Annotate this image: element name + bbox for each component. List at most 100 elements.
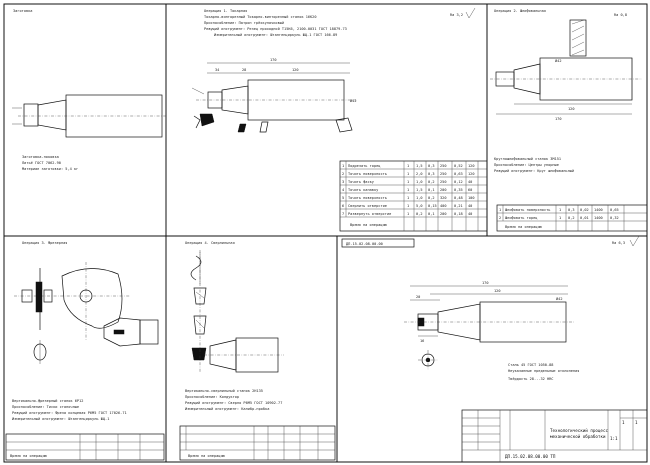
svg-text:0,48: 0,48: [454, 196, 463, 200]
scale: 1:1: [610, 436, 618, 441]
operations-table: 1 Подрезать торец 1 1,5 0,3 250 0,52 120…: [339, 160, 488, 232]
svg-text:Точить поверхность: Точить поверхность: [348, 172, 387, 176]
table-row: 1 Подрезать торец 1 1,5 0,3 250 0,52 120: [342, 164, 475, 168]
svg-text:1,5: 1,5: [416, 164, 423, 168]
svg-text:1: 1: [407, 188, 409, 192]
dim-label: 170: [270, 58, 277, 62]
document-code: ДП.15.02.08.00.00 ТП: [505, 454, 556, 459]
table-footer: Время на операцию: [10, 454, 48, 458]
operations-table: Время на операцию: [179, 425, 336, 461]
note-line: Заготовка-поковка: [22, 155, 59, 159]
dim-label: Ø42: [556, 296, 563, 301]
note-line: Измерительный инструмент: Калибр-пробка: [185, 406, 269, 411]
panel-part-drawing: ДП.15.02.08.00.00 Ra 6,3 170 120 20 Ø42 …: [341, 235, 648, 463]
svg-text:Точить фаску: Точить фаску: [348, 180, 375, 184]
note-line: Сталь 45 ГОСТ 1050-88: [508, 363, 553, 367]
panel-drilling: Операция 4. Сверлильная Вертикально-свер…: [179, 241, 336, 461]
blank-part-drawing: [12, 94, 166, 138]
stamp-code: ДП.15.02.08.00.00: [346, 242, 383, 246]
svg-text:2,0: 2,0: [416, 172, 423, 176]
svg-text:200: 200: [440, 212, 447, 216]
svg-text:250: 250: [440, 180, 447, 184]
dim-label: 20: [416, 295, 420, 299]
note-line: Вертикально-фрезерный станок 6Р12: [12, 399, 83, 403]
panel-title: Операция 2. Шлифовальная: [494, 9, 546, 13]
dim-label: 120: [494, 289, 501, 293]
table-row: 1 Шлифовать поверхность 1 0,3 0,02 1400 …: [499, 208, 619, 212]
svg-text:Развернуть отверстие: Развернуть отверстие: [348, 212, 391, 216]
svg-text:200: 200: [440, 188, 447, 192]
svg-text:40: 40: [468, 204, 472, 208]
svg-text:60: 60: [468, 188, 472, 192]
svg-text:1,0: 1,0: [416, 180, 423, 184]
svg-text:120: 120: [468, 172, 475, 176]
drill-tools-drawing: [190, 250, 284, 373]
note-line: Твёрдость 28...32 HRC: [508, 377, 553, 381]
svg-text:7: 7: [342, 212, 344, 216]
svg-text:0,63: 0,63: [454, 172, 463, 176]
svg-text:1400: 1400: [594, 208, 603, 212]
svg-text:Шлифовать поверхность: Шлифовать поверхность: [505, 208, 550, 212]
svg-text:0,65: 0,65: [610, 208, 619, 212]
svg-text:320: 320: [440, 196, 447, 200]
svg-text:0,52: 0,52: [454, 164, 463, 168]
panel-title: Операция 1. Токарная: [204, 9, 247, 13]
note-line: Приспособление: Тиски станочные: [12, 404, 79, 409]
svg-text:3: 3: [342, 180, 344, 184]
note-line: Приспособление: Центры упорные: [494, 162, 559, 167]
dim-label: 120: [568, 107, 575, 111]
svg-text:0,21: 0,21: [454, 204, 463, 208]
note-line: Токарно-винторезный Токарно-винторезный …: [204, 15, 317, 19]
note-line: Режущий инструмент: Круг шлифовальный: [494, 169, 574, 173]
table-row: 2 Шлифовать торец 1 0,2 0,01 1400 0,32: [499, 216, 619, 220]
dim-label: 170: [555, 117, 562, 121]
svg-text:40: 40: [468, 212, 472, 216]
svg-text:5: 5: [342, 196, 344, 200]
table-row: 5 Точить поверхность 1 1,0 0,2 320 0,48 …: [342, 196, 475, 200]
milling-setup-drawing: [14, 262, 159, 364]
panel-title: Заготовка: [13, 9, 32, 13]
svg-text:0,15: 0,15: [428, 204, 437, 208]
svg-text:0,3: 0,3: [568, 208, 575, 212]
outer-frame: [3, 3, 648, 463]
svg-text:1: 1: [407, 196, 409, 200]
panel-grinding: Операция 2. Шлифовальная Ø42 120 170 Ra …: [490, 9, 648, 232]
note-line: Приспособление: Патрон трёхкулачковый: [204, 20, 284, 25]
note-line: Литьё ГОСТ 7062-90: [22, 161, 61, 165]
svg-text:1: 1: [407, 172, 409, 176]
panel-title: Операция 3. Фрезерная: [22, 241, 67, 245]
note-line: Режущий инструмент: Фреза концевая Р6М5 …: [12, 411, 127, 415]
svg-text:0,35: 0,35: [454, 188, 463, 192]
svg-text:5,0: 5,0: [416, 204, 423, 208]
note-line: Измерительный инструмент: Штангенциркуль…: [12, 417, 109, 421]
title-block-name: Технологический процесс: [550, 428, 608, 433]
panel-turning: Операция 1. Токарная Токарно-винторезный…: [191, 7, 488, 232]
title-block-name: механической обработки: [550, 434, 606, 439]
sheet-total: 1: [635, 420, 638, 425]
svg-text:100: 100: [468, 196, 475, 200]
svg-text:1: 1: [559, 216, 561, 220]
panel-title: Операция 4. Сверлильная: [185, 241, 235, 245]
svg-text:0,3: 0,3: [428, 172, 435, 176]
table-row: 3 Точить фаску 1 1,0 0,2 250 0,12 40: [342, 180, 472, 184]
svg-text:0,3: 0,3: [428, 164, 435, 168]
svg-text:6: 6: [342, 204, 344, 208]
svg-text:0,12: 0,12: [454, 180, 463, 184]
svg-text:2: 2: [342, 172, 344, 176]
svg-text:1,0: 1,0: [416, 196, 423, 200]
dim-label: 16: [420, 339, 424, 343]
note-line: Измерительный инструмент: Штангенциркуль…: [214, 33, 337, 37]
roughness-mark: Ra 0,8: [614, 13, 627, 17]
svg-text:Подрезать торец: Подрезать торец: [348, 164, 380, 168]
roughness-mark: Ra 6,3: [612, 241, 625, 245]
dim-label: 28: [242, 68, 246, 72]
svg-text:1: 1: [559, 208, 561, 212]
svg-text:0,1: 0,1: [428, 212, 435, 216]
svg-text:Точить поверхность: Точить поверхность: [348, 196, 387, 200]
svg-text:250: 250: [440, 164, 447, 168]
svg-text:Шлифовать торец: Шлифовать торец: [505, 216, 537, 220]
table-footer: Время на операцию: [350, 223, 388, 227]
panel-milling: Операция 3. Фрезерная Вертикально-фрезер…: [5, 241, 165, 461]
table-row: 6 Сверлить отверстие 1 5,0 0,15 400 0,21…: [342, 204, 472, 208]
